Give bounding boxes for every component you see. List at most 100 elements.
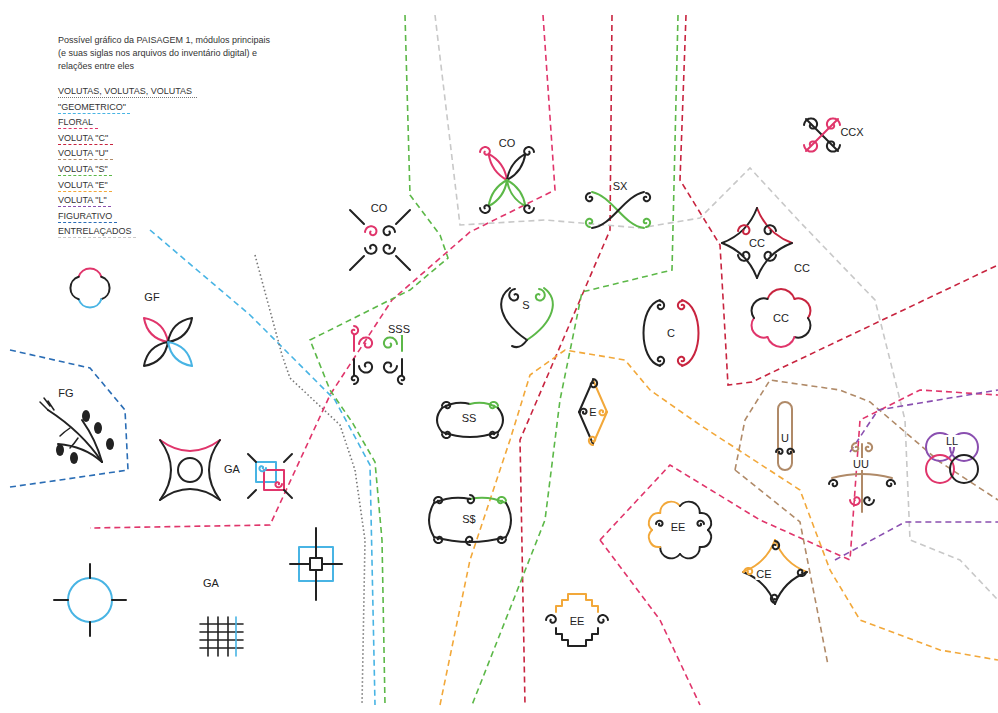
ornament-stroke <box>861 444 863 512</box>
module-sigla: CC <box>793 262 811 274</box>
module-sigla: SX <box>612 180 629 192</box>
ornament-stroke <box>806 119 838 151</box>
bud-shape <box>56 444 64 456</box>
ornament-stroke <box>398 376 404 384</box>
legend-swatch <box>58 97 197 98</box>
ornament-stroke <box>468 495 474 503</box>
ornament-stroke <box>950 455 978 483</box>
ornament-stroke <box>598 615 608 623</box>
ornament-stroke <box>259 466 266 471</box>
module-sigla: EE <box>569 615 586 627</box>
ornament-stroke <box>256 462 276 482</box>
ornament-stroke <box>507 180 525 206</box>
region-boundary <box>680 15 998 385</box>
ornament-stroke <box>678 357 684 365</box>
ornament-stroke <box>501 288 527 340</box>
ornament-stroke <box>592 192 644 228</box>
ornament-stroke <box>401 335 403 351</box>
bud-shape <box>94 422 102 434</box>
ornament-stroke <box>768 289 795 299</box>
module-sigla: SS <box>461 412 478 424</box>
region-boundary <box>440 350 998 705</box>
ornament-stroke <box>556 628 598 646</box>
module-sigla: SSS <box>387 323 411 335</box>
ornament-stroke <box>89 622 91 636</box>
ornament-stroke <box>352 376 358 384</box>
module-sigla: GA <box>202 577 220 589</box>
module-sigla: CC <box>748 237 766 249</box>
ornament-stroke <box>322 563 342 565</box>
ornament-stroke <box>168 342 192 366</box>
ornament-stroke <box>599 410 606 415</box>
ornaments <box>40 118 978 656</box>
legend-row: VOLUTA "S" <box>58 164 192 180</box>
ornament-stroke <box>829 480 837 486</box>
region-boundary <box>255 255 365 705</box>
ornament-stroke <box>765 225 776 234</box>
ornament-stroke <box>795 298 811 318</box>
ornament-stroke <box>498 408 503 432</box>
ornament-stroke <box>350 210 364 224</box>
legend-swatch <box>58 237 136 238</box>
ornament-stroke <box>160 440 171 500</box>
ornament-stroke <box>79 299 102 307</box>
module-sigla: CC <box>772 312 790 324</box>
ornament-stroke <box>160 440 220 451</box>
ornament-stroke <box>795 318 811 338</box>
module-sigla: EE <box>670 521 687 533</box>
bud-shape <box>70 452 78 464</box>
region-boundary <box>735 380 998 500</box>
ornament-stroke <box>498 537 506 543</box>
ornament-stroke <box>680 547 700 558</box>
legend-swatch <box>58 128 98 129</box>
ornament-stroke <box>54 599 68 601</box>
ornament-stroke <box>644 219 650 227</box>
module-sigla: LL <box>945 435 959 447</box>
module-sigla: CO <box>498 137 517 149</box>
ornament-stroke <box>771 595 777 603</box>
ornament-stroke <box>353 335 355 351</box>
ornament-stroke <box>660 547 680 558</box>
ornament-stroke <box>178 458 202 482</box>
ornament-stroke <box>527 288 553 340</box>
ornament-stroke <box>512 340 527 347</box>
ornament-stroke <box>284 490 292 498</box>
module-sigla: CE <box>755 568 772 580</box>
legend-text: "GEOMETRICO" <box>58 102 126 112</box>
diagram-title: Possível gráfico da PAISAGEM 1, módulos … <box>58 34 280 73</box>
region-boundary <box>850 390 998 452</box>
ornament-stroke <box>524 147 534 155</box>
legend-text: VOLUTAS, VOLUTAS, VOLUTAS <box>58 86 192 96</box>
ornament-stroke <box>752 318 768 338</box>
ornament-stroke <box>58 444 102 462</box>
region-boundary <box>600 390 998 560</box>
legend-row: FLORAL <box>58 117 192 133</box>
module-sigla: S$ <box>461 513 476 525</box>
legend-row: VOLUTAS, VOLUTAS, VOLUTAS <box>58 86 192 102</box>
ornament-stroke <box>680 502 700 513</box>
ornament-stroke <box>660 502 680 513</box>
ornament-stroke <box>248 490 256 498</box>
module-sigla: GF <box>143 291 160 303</box>
ornament-stroke <box>359 337 372 347</box>
legend-row: VOLUTA "E" <box>58 180 192 196</box>
ornament-stroke <box>592 192 644 228</box>
ornament-stroke <box>79 268 102 276</box>
ornament-stroke <box>738 252 749 261</box>
ornament-stroke <box>442 432 450 438</box>
ornament-stroke <box>70 277 78 300</box>
ornament-stroke <box>506 503 511 537</box>
module-sigla: S <box>521 299 530 311</box>
ornament-stroke <box>644 193 650 201</box>
ornament-stroke <box>864 497 874 505</box>
module-sigla: C <box>666 327 676 339</box>
ornament-stroke <box>396 210 410 224</box>
legend: VOLUTAS, VOLUTAS, VOLUTAS "GEOMETRICO" FLO… <box>58 86 192 242</box>
ornament-stroke <box>658 301 664 309</box>
ornament-stroke <box>315 528 317 558</box>
ornament-stroke <box>556 594 598 612</box>
ornament-stroke <box>866 443 872 451</box>
ornament-stroke <box>887 480 895 486</box>
ornament-stroke <box>365 226 376 235</box>
ornament-stroke <box>284 454 292 462</box>
